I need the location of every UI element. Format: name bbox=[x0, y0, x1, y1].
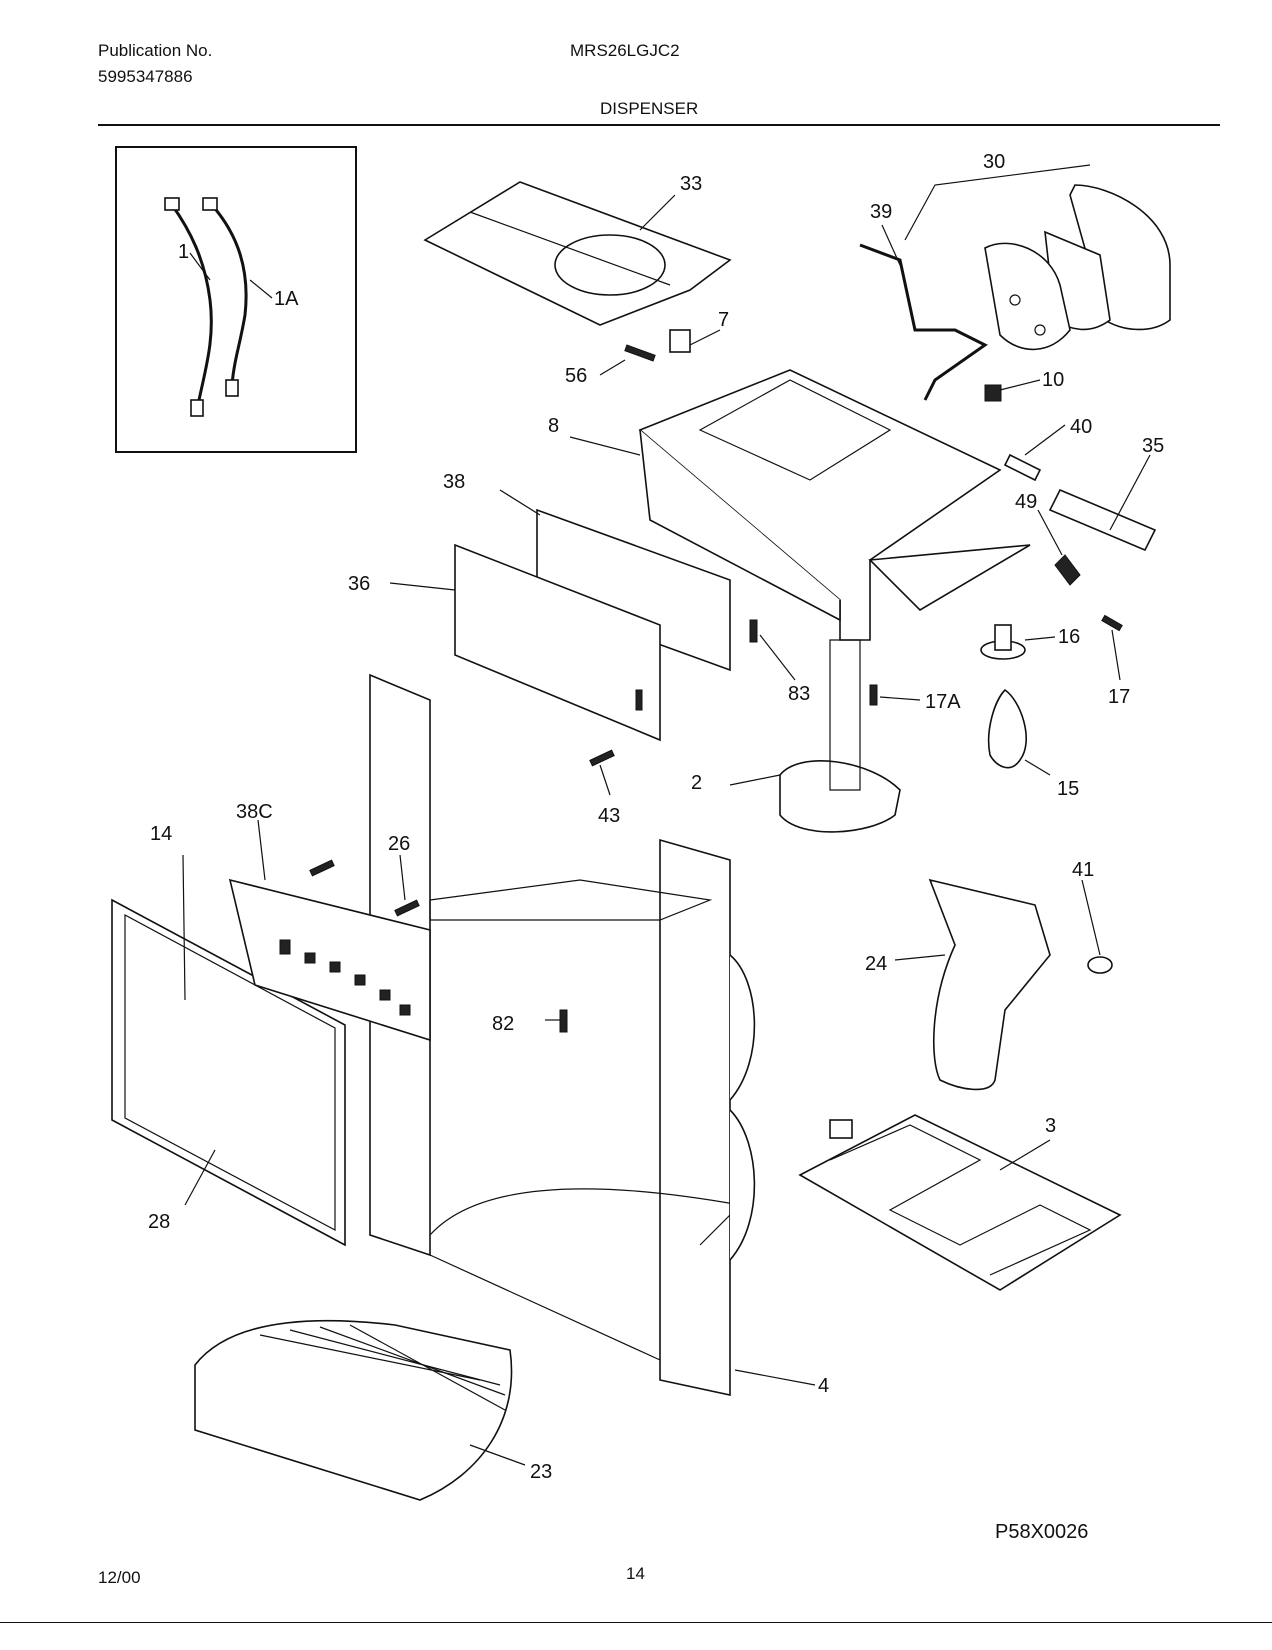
callout-38: 38 bbox=[443, 471, 465, 493]
callout-16: 16 bbox=[1058, 626, 1080, 648]
callout-17A: 17A bbox=[925, 691, 961, 713]
footer-date: 12/00 bbox=[98, 1568, 141, 1587]
callout-82: 82 bbox=[492, 1013, 514, 1035]
diagram-code: P58X0026 bbox=[995, 1521, 1088, 1543]
callout-83: 83 bbox=[788, 683, 810, 705]
header-rule bbox=[98, 124, 1220, 126]
model-number: MRS26LGJC2 bbox=[570, 41, 680, 60]
callout-56: 56 bbox=[565, 365, 587, 387]
callout-33: 33 bbox=[680, 173, 702, 195]
callout-38C: 38C bbox=[236, 801, 273, 823]
callout-3: 3 bbox=[1045, 1115, 1056, 1137]
heater-pad bbox=[798, 1114, 1122, 1291]
publication-number: 5995347886 bbox=[98, 67, 193, 86]
callout-7: 7 bbox=[718, 309, 729, 331]
callout-28: 28 bbox=[148, 1211, 170, 1233]
callout-17: 17 bbox=[1108, 686, 1130, 708]
callout-26: 26 bbox=[388, 833, 410, 855]
callout-41: 41 bbox=[1072, 859, 1094, 881]
footer-rule bbox=[0, 1622, 1272, 1623]
callout-4: 4 bbox=[818, 1375, 829, 1397]
callout-1A: 1A bbox=[274, 288, 299, 310]
callout-15: 15 bbox=[1057, 778, 1079, 800]
publication-label: Publication No. bbox=[98, 41, 213, 60]
callout-49: 49 bbox=[1015, 491, 1037, 513]
drip-tray bbox=[194, 1319, 513, 1501]
callout-23: 23 bbox=[530, 1461, 552, 1483]
screws bbox=[309, 329, 1123, 1033]
callout-1: 1 bbox=[178, 241, 189, 263]
callout-30: 30 bbox=[983, 151, 1005, 173]
callout-14: 14 bbox=[150, 823, 172, 845]
page-number: 14 bbox=[626, 1564, 645, 1583]
actuator-arm bbox=[928, 878, 1051, 1091]
callout-24: 24 bbox=[865, 953, 887, 975]
cover-plate bbox=[423, 181, 732, 326]
callout-2: 2 bbox=[691, 772, 702, 794]
dispenser-housing bbox=[638, 369, 1031, 641]
actuator-spring bbox=[1087, 956, 1113, 974]
control-panel-cover bbox=[454, 543, 661, 742]
callout-39: 39 bbox=[870, 201, 892, 223]
callout-40: 40 bbox=[1070, 416, 1092, 438]
control-board bbox=[536, 508, 731, 672]
ice-deflector bbox=[779, 760, 901, 833]
callout-10: 10 bbox=[1042, 369, 1064, 391]
callout-labels: 1 1A 2 3 4 7 8 10 14 15 16 17 17A 23 24 … bbox=[148, 151, 1164, 1483]
section-title: DISPENSER bbox=[600, 99, 699, 118]
callout-8: 8 bbox=[548, 415, 559, 437]
leader-lines bbox=[182, 164, 1151, 1466]
actuator-rod bbox=[859, 243, 988, 401]
callout-35: 35 bbox=[1142, 435, 1164, 457]
lamp-socket-and-bulb bbox=[980, 624, 1028, 769]
wire-harness-inset bbox=[115, 146, 357, 453]
solenoid-assembly bbox=[1003, 453, 1157, 586]
callout-36: 36 bbox=[348, 573, 370, 595]
light-housing bbox=[984, 184, 1171, 351]
callout-43: 43 bbox=[598, 805, 620, 827]
